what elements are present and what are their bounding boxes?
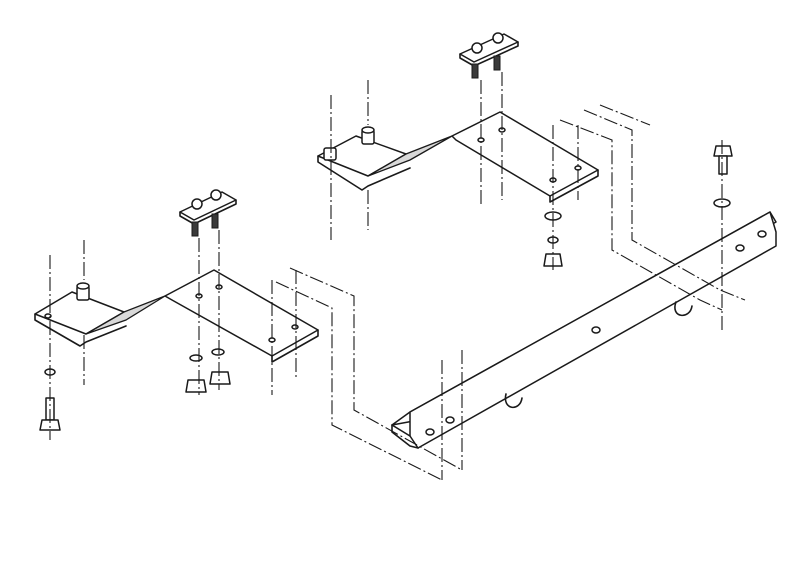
hex-bolt-icon [471,42,483,54]
right-clamp-plate [459,32,519,79]
hex-nut-icon [185,379,207,393]
hex-bolt-icon [210,189,222,201]
washer-icon [189,354,203,362]
hex-bolt-icon [713,145,733,157]
left-z-bracket [34,269,319,363]
hex-bolt-icon [39,419,61,431]
center-lines [49,72,746,481]
hex-bolt-icon [191,198,203,210]
left-hardware [39,348,231,431]
rail-loop-right [674,301,693,317]
right-z-bracket [317,111,599,203]
hex-bolt-icon [492,32,504,44]
washer-icon [211,348,225,356]
post-icon [323,147,337,161]
mounting-rail [391,211,777,449]
rail-loop-left [504,393,523,409]
hex-nut-icon [209,371,231,385]
left-clamp-plate [179,189,237,237]
